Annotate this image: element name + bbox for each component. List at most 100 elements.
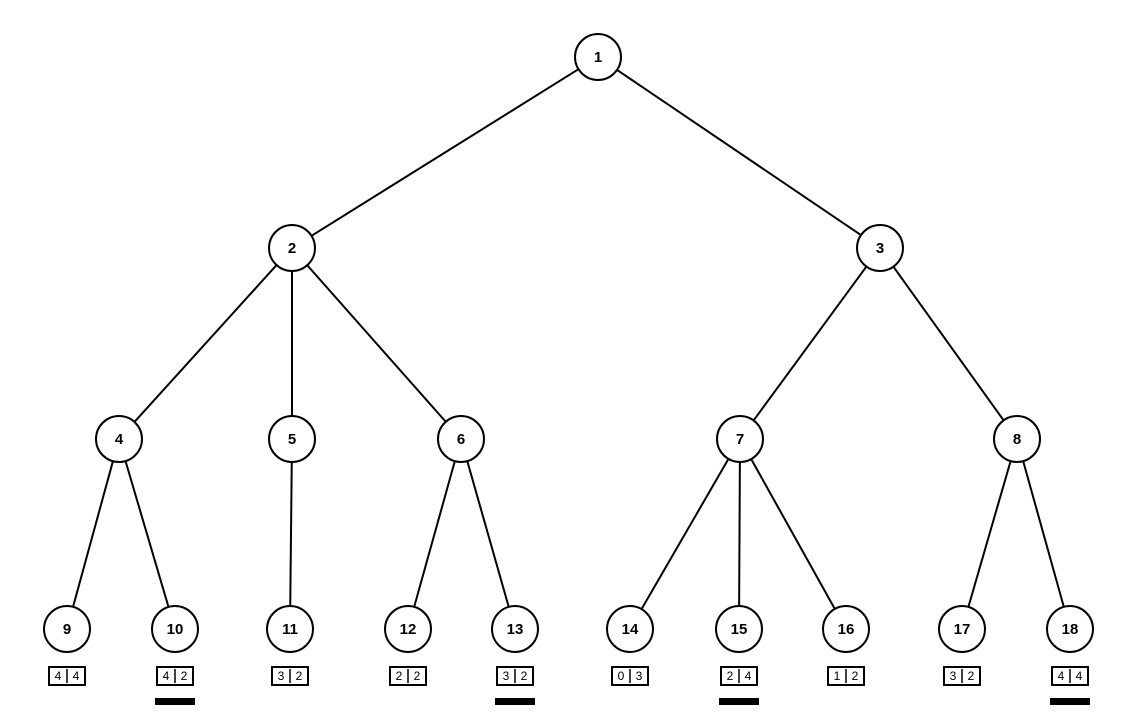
node-circle <box>437 415 485 463</box>
payoff-value-right: 3 <box>636 669 643 683</box>
node-label: 14 <box>622 621 639 638</box>
payoff-value-left: 4 <box>55 669 62 683</box>
node-label: 15 <box>731 621 748 638</box>
edge-8-18 <box>1022 460 1065 608</box>
payoff-value-right: 4 <box>73 669 80 683</box>
node-18: 18 <box>1046 605 1094 653</box>
node-7: 7 <box>716 415 764 463</box>
edge-6-13 <box>466 460 510 608</box>
edge-4-9 <box>72 460 114 608</box>
node-circle <box>716 415 764 463</box>
edge-1-3 <box>616 69 862 236</box>
payoff-value-right: 4 <box>1076 669 1083 683</box>
node-circle <box>491 605 539 653</box>
payoff-value-left: 1 <box>834 669 841 683</box>
node-5: 5 <box>268 415 316 463</box>
node-circle <box>384 605 432 653</box>
node-circle <box>822 605 870 653</box>
edges-layer <box>72 68 1065 610</box>
node-circle <box>606 605 654 653</box>
payoff-value-right: 2 <box>181 669 188 683</box>
edge-3-8 <box>892 266 1005 421</box>
node-13: 13 <box>491 605 539 653</box>
payoff-value-right: 4 <box>745 669 752 683</box>
node-circle <box>993 415 1041 463</box>
node-15: 15 <box>715 605 763 653</box>
payoff-value-left: 4 <box>1058 669 1065 683</box>
node-16: 16 <box>822 605 870 653</box>
node-label: 9 <box>63 621 71 638</box>
node-circle <box>43 605 91 653</box>
node-9: 9 <box>43 605 91 653</box>
node-label: 3 <box>876 240 884 257</box>
node-label: 10 <box>167 621 184 638</box>
node-11: 11 <box>266 605 314 653</box>
edge-7-15 <box>738 461 741 607</box>
node-circle <box>938 605 986 653</box>
node-8: 8 <box>993 415 1041 463</box>
node-label: 7 <box>736 431 744 448</box>
node-3: 3 <box>856 224 904 272</box>
node-2: 2 <box>268 224 316 272</box>
node-circle <box>715 605 763 653</box>
node-label: 6 <box>457 431 465 448</box>
node-label: 5 <box>288 431 296 448</box>
node-label: 16 <box>838 621 855 638</box>
node-circle <box>266 605 314 653</box>
payoff-value-left: 2 <box>396 669 403 683</box>
node-label: 18 <box>1062 621 1079 638</box>
node-10: 10 <box>151 605 199 653</box>
node-label: 11 <box>282 621 298 638</box>
edge-3-7 <box>752 265 868 422</box>
payoff-value-left: 3 <box>503 669 510 683</box>
node-label: 17 <box>954 621 971 638</box>
node-1: 1 <box>574 33 622 81</box>
payoff-value-left: 0 <box>618 669 625 683</box>
edge-7-14 <box>640 458 730 610</box>
node-label: 1 <box>594 49 602 66</box>
node-label: 8 <box>1013 431 1021 448</box>
edge-2-6 <box>306 264 447 423</box>
payoff-value-left: 2 <box>727 669 734 683</box>
payoff-value-left: 3 <box>950 669 957 683</box>
node-12: 12 <box>384 605 432 653</box>
node-circle <box>574 33 622 81</box>
edge-6-12 <box>413 460 456 608</box>
node-circle <box>151 605 199 653</box>
edge-5-11 <box>289 461 293 607</box>
payoff-value-left: 4 <box>163 669 170 683</box>
edge-2-4 <box>133 264 278 423</box>
node-circle <box>856 224 904 272</box>
payoff-value-right: 2 <box>414 669 421 683</box>
edge-1-2 <box>310 68 580 237</box>
node-label: 4 <box>115 431 124 448</box>
node-4: 4 <box>95 415 143 463</box>
edge-4-10 <box>124 460 170 608</box>
node-14: 14 <box>606 605 654 653</box>
node-circle <box>95 415 143 463</box>
edge-8-17 <box>967 460 1012 608</box>
payoff-value-right: 2 <box>296 669 303 683</box>
node-label: 2 <box>288 240 296 257</box>
node-circle <box>268 224 316 272</box>
node-17: 17 <box>938 605 986 653</box>
node-label: 13 <box>507 621 524 638</box>
marker-bar <box>1050 698 1090 705</box>
marker-bar <box>495 698 535 705</box>
payoff-value-right: 2 <box>521 669 528 683</box>
node-circle <box>1046 605 1094 653</box>
marker-bar <box>719 698 759 705</box>
